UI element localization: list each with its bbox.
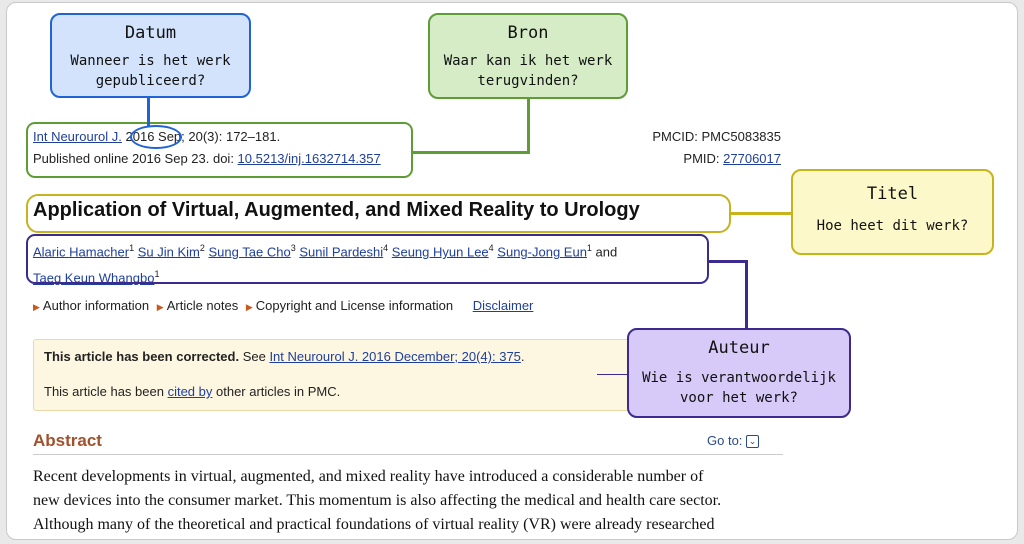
abstract-line: Recent developments in virtual, augmente… (33, 468, 704, 485)
author-link[interactable]: Su Jin Kim (137, 244, 200, 260)
title-connector (731, 212, 792, 215)
author-affiliation: 1 (586, 243, 592, 253)
pmid-line: PMID: 27706017 (567, 148, 781, 170)
date-connector (147, 98, 150, 126)
pmid-label: PMID: (683, 151, 724, 166)
cited-suffix: other articles in PMC. (212, 384, 341, 399)
author-connector-h (709, 260, 747, 263)
author-link[interactable]: Seung Hyun Lee (391, 244, 489, 260)
goto-menu[interactable]: Go to: ⌄ (707, 433, 760, 449)
datum-callout: Datum Wanneer is het werk gepubliceerd? (50, 13, 251, 98)
expand-triangle-icon: ▶ (245, 302, 253, 312)
author-affiliation: 4 (383, 243, 389, 253)
goto-label: Go to: (707, 433, 743, 448)
article-info-bar: ▶Author information ▶Article notes ▶Copy… (33, 298, 533, 313)
author-list: Alaric Hamacher1 Su Jin Kim2 Sung Tae Ch… (33, 237, 713, 290)
bron-callout: Bron Waar kan ik het werk terugvinden? (428, 13, 628, 99)
titel-question: Hoe heet dit werk? (816, 218, 969, 234)
author-link[interactable]: Sunil Pardeshi (299, 244, 384, 260)
copyright-link[interactable]: Copyright and License information (255, 298, 454, 313)
correction-bold: This article has been corrected. (44, 349, 240, 364)
author-separator: and (591, 244, 618, 260)
auteur-callout: Auteur Wie is verantwoordelijk voor het … (627, 328, 851, 418)
abstract-heading: Abstract (33, 431, 102, 450)
published-label: Published online 2016 Sep 23. doi: (33, 151, 238, 166)
journal-link[interactable]: Int Neurourol J. (33, 129, 122, 144)
titel-callout: Titel Hoe heet dit werk? (791, 169, 994, 255)
author-affiliation: 4 (488, 243, 494, 253)
auteur-question-2: voor het werk? (679, 390, 798, 406)
source-connector-h (413, 151, 529, 154)
author-affiliation: 1 (154, 269, 160, 280)
author-connector-v (745, 260, 748, 330)
auteur-question-1: Wie is verantwoordelijk (642, 370, 836, 386)
article-notes-link[interactable]: Article notes (166, 298, 239, 313)
author-affiliation: 1 (129, 243, 135, 253)
cited-prefix: This article has been (44, 384, 168, 399)
correction-line: This article has been corrected. See Int… (44, 349, 525, 364)
disclaimer-link[interactable]: Disclaimer (472, 298, 534, 313)
author-frame (26, 234, 709, 284)
cited-line: This article has been cited by other art… (44, 384, 340, 399)
cited-by-link[interactable]: cited by (167, 384, 213, 399)
author-pointer (597, 374, 627, 375)
bron-question-1: Waar kan ik het werk (443, 53, 613, 69)
titel-title: Titel (866, 184, 919, 204)
bron-question-2: terugvinden? (477, 73, 579, 89)
abstract-line: new devices into the consumer market. Th… (33, 492, 722, 509)
author-affiliation: 2 (199, 243, 205, 253)
date-circle (130, 125, 182, 149)
citation-issue: Sep; 20(3): 172–181. (154, 129, 281, 144)
correction-end: . (520, 349, 525, 364)
datum-question-1: Wanneer is het werk (70, 53, 231, 69)
correction-link[interactable]: Int Neurourol J. 2016 December; 20(4): 3… (269, 349, 521, 364)
correction-see: See (239, 349, 270, 364)
abstract-divider (33, 454, 783, 455)
author-link[interactable]: Sung Tae Cho (208, 244, 291, 260)
published-line: Published online 2016 Sep 23. doi: 10.52… (33, 148, 381, 170)
datum-title: Datum (124, 23, 177, 43)
author-link[interactable]: Alaric Hamacher (33, 244, 130, 260)
title-frame (26, 194, 731, 233)
datum-question-2: gepubliceerd? (95, 73, 206, 89)
expand-triangle-icon: ▶ (33, 302, 40, 312)
article-title: Application of Virtual, Augmented, and M… (33, 199, 640, 221)
chevron-down-icon: ⌄ (746, 435, 760, 449)
abstract-text: Recent developments in virtual, augmente… (33, 465, 793, 537)
author-info-link[interactable]: Author information (42, 298, 150, 313)
article-page: Int Neurourol J. 2016 Sep; 20(3): 172–18… (6, 2, 1018, 540)
source-connector-v (527, 99, 530, 154)
doi-link[interactable]: 10.5213/inj.1632714.357 (237, 151, 381, 166)
expand-triangle-icon: ▶ (156, 302, 164, 312)
bron-title: Bron (507, 23, 549, 43)
author-link[interactable]: Sung-Jong Eun (497, 244, 587, 260)
author-link[interactable]: Taeg Keun Whangbo (33, 270, 155, 286)
author-affiliation: 3 (290, 243, 296, 253)
abstract-line: Although many of the theoretical and pra… (33, 516, 715, 533)
auteur-title: Auteur (708, 338, 770, 358)
pmcid: PMCID: PMC5083835 (652, 129, 781, 144)
pmid-link[interactable]: 27706017 (723, 151, 781, 166)
source-frame (26, 122, 413, 178)
